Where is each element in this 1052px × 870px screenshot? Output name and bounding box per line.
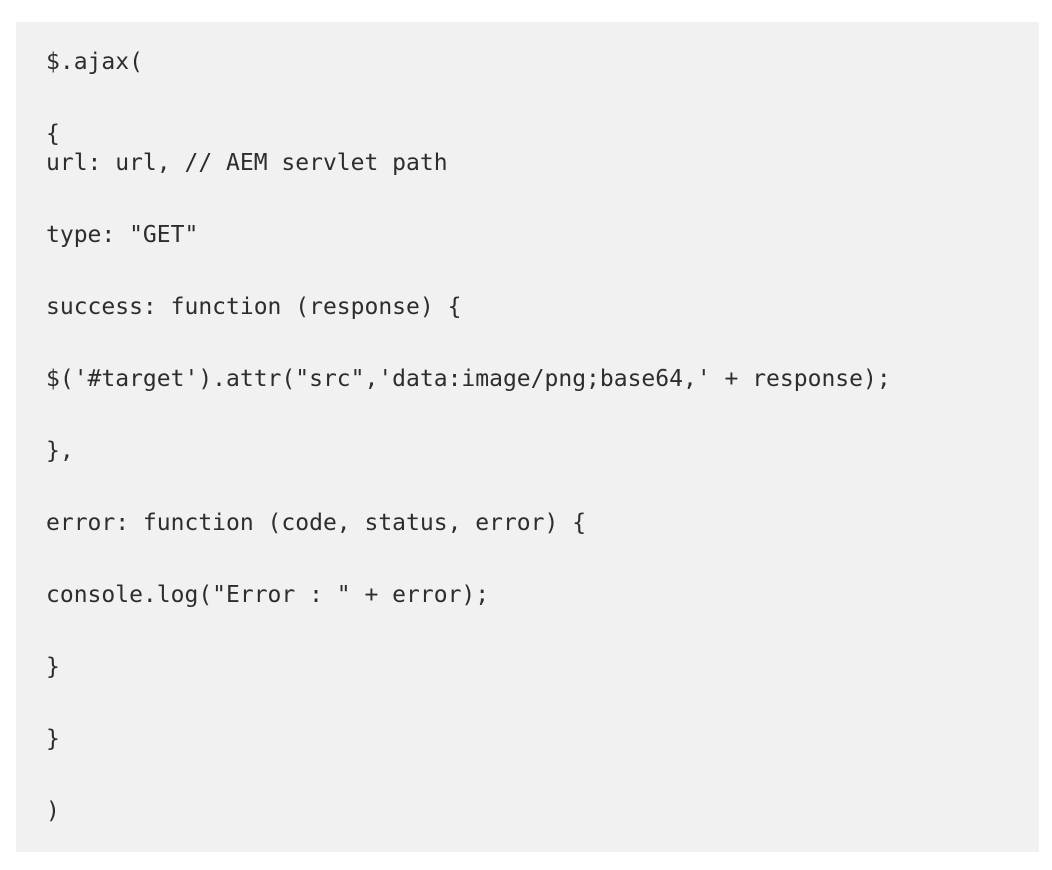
- code-block: success: function (response) {: [46, 293, 1009, 322]
- code-block: },: [46, 437, 1009, 466]
- code-block: console.log("Error : " + error);: [46, 581, 1009, 610]
- code-line: error: function (code, status, error) {: [46, 510, 587, 536]
- code-block: error: function (code, status, error) {: [46, 509, 1009, 538]
- code-line: url: url, // AEM servlet path: [46, 150, 448, 176]
- code-block: ): [46, 797, 1009, 826]
- code-line: console.log("Error : " + error);: [46, 582, 490, 608]
- code-block: { url: url, // AEM servlet path: [46, 120, 1009, 178]
- code-line: $('#target').attr("src",'data:image/png;…: [46, 366, 891, 392]
- code-line: type: "GET": [46, 222, 199, 248]
- code-line: }: [46, 726, 60, 752]
- code-line: ): [46, 798, 60, 824]
- code-line: {: [46, 121, 60, 147]
- code-line: }: [46, 654, 60, 680]
- code-snippet-panel: $.ajax( { url: url, // AEM servlet path …: [16, 22, 1039, 852]
- code-line: success: function (response) {: [46, 294, 462, 320]
- code-block: type: "GET": [46, 221, 1009, 250]
- code-line: },: [46, 438, 74, 464]
- code-block: }: [46, 653, 1009, 682]
- code-block: $('#target').attr("src",'data:image/png;…: [46, 365, 1009, 394]
- code-block: $.ajax(: [46, 48, 1009, 77]
- code-line: $.ajax(: [46, 49, 143, 75]
- code-block: }: [46, 725, 1009, 754]
